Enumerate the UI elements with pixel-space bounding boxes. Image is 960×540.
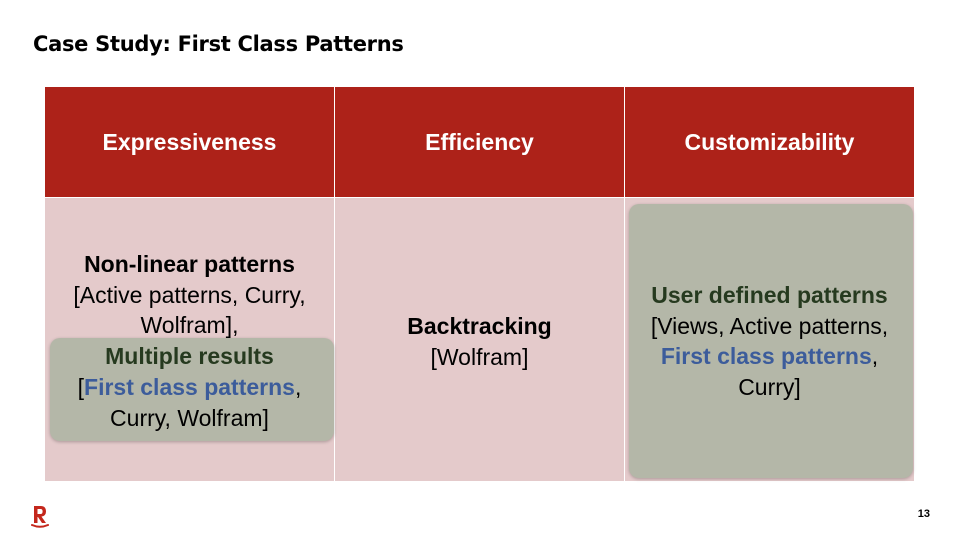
column-divider	[334, 87, 335, 481]
column-divider	[624, 87, 625, 481]
non-linear-refs-1: [Active patterns, Curry,	[73, 281, 306, 308]
multiple-results-heading: Multiple results	[105, 343, 274, 370]
cell-efficiency	[335, 198, 624, 481]
efficiency-content: Backtracking [Wolfram]	[335, 311, 624, 372]
expressiveness-content: Non-linear patterns [Active patterns, Cu…	[45, 249, 334, 433]
header-efficiency: Efficiency	[335, 87, 624, 197]
slide-title: Case Study: First Class Patterns	[33, 32, 404, 56]
header-customizability: Customizability	[625, 87, 914, 197]
user-defined-refs-1: [Views, Active patterns,	[650, 312, 889, 339]
row-divider	[45, 197, 914, 198]
comparison-table: Expressiveness Efficiency Customizabilit…	[45, 87, 914, 481]
r-logo-icon	[31, 506, 49, 528]
highlight-multiple-results	[50, 338, 334, 441]
first-class-patterns-ref: First class patterns	[84, 373, 295, 400]
bracket-open: [	[77, 373, 85, 400]
user-defined-heading: User defined patterns	[651, 282, 888, 308]
multiple-results-refs-2: Curry, Wolfram]	[110, 404, 269, 431]
page-number: 13	[917, 508, 930, 520]
non-linear-heading: Non-linear patterns	[84, 251, 295, 277]
highlight-user-defined	[629, 204, 913, 478]
header-expressiveness: Expressiveness	[45, 87, 334, 197]
non-linear-refs-2: Wolfram],	[140, 312, 239, 339]
customizability-content: User defined patterns [Views, Active pat…	[625, 280, 914, 403]
backtracking-refs: [Wolfram]	[430, 343, 529, 370]
backtracking-heading: Backtracking	[407, 313, 552, 339]
comma: ,	[294, 373, 302, 400]
user-defined-refs-3: Curry]	[738, 374, 801, 401]
comma: ,	[871, 343, 879, 370]
first-class-patterns-ref: First class patterns	[660, 343, 872, 370]
